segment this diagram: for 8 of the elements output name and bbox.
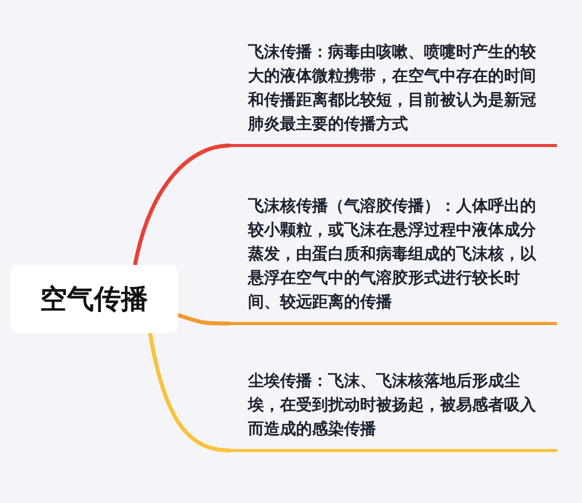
branch-text: 飞沫核传播（气溶胶传播）：人体呼出的较小颗粒，或飞沫在悬浮过程中液体成分蒸发，由蛋白质和病毒组成的飞沫核，以悬浮在空气中的气溶胶形式进行较长时间、较远距离的传播 bbox=[248, 195, 538, 313]
topic-title: 空气传播 bbox=[40, 283, 148, 317]
branch-curve bbox=[177, 313, 230, 326]
topic-box bbox=[10, 265, 178, 333]
branch-text: 飞沫传播：病毒由咳嗽、喷嚏时产生的较大的液体微粒携带，在空气中存在的时间和传播距离都比较短，目前被认为是新冠肺炎最主要的传播方式 bbox=[248, 41, 537, 135]
branch-text: 尘埃传播：飞沫、飞沫核落地后形成尘埃，在受到扰动时被扬起，被易感者吸入而造成的感染传播 bbox=[248, 370, 537, 440]
branch-curve bbox=[133, 144, 230, 266]
branch-curve bbox=[148, 332, 230, 452]
